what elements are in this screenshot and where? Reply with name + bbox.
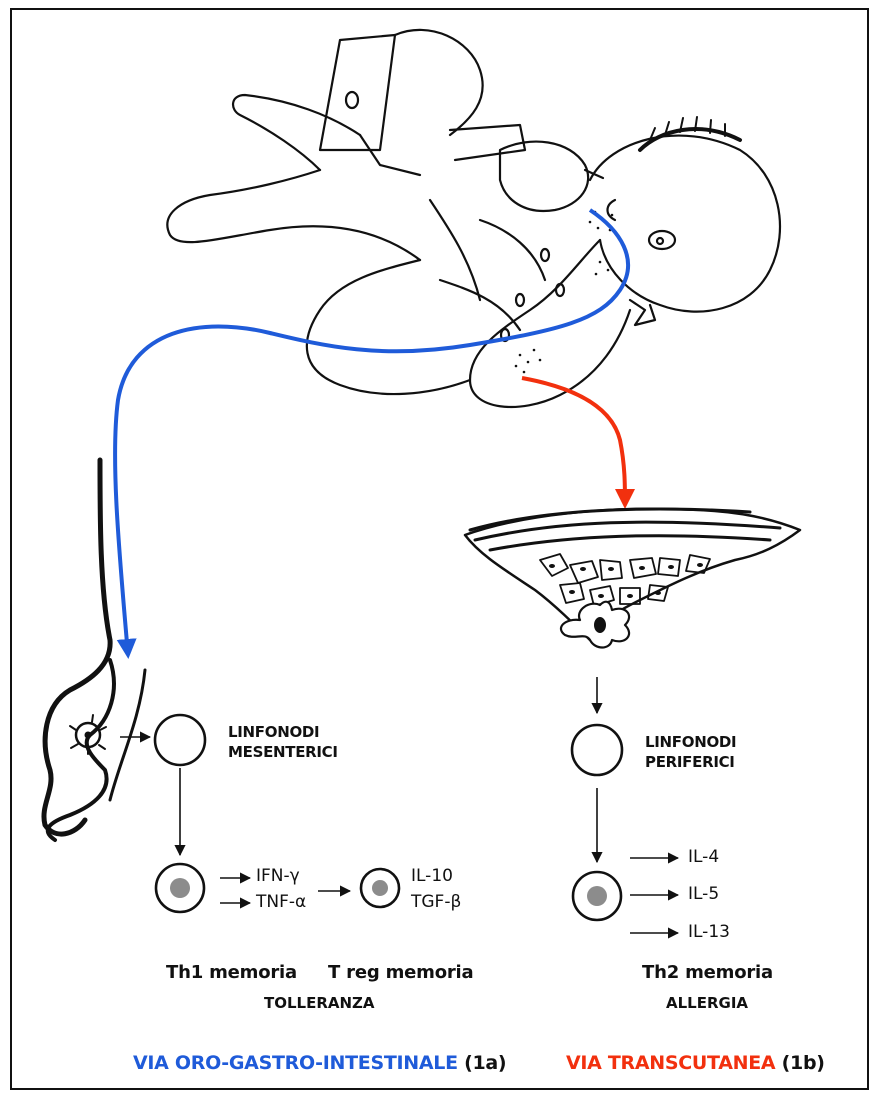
- t-cell-icon: [156, 864, 204, 912]
- lymph-node-icon: [572, 725, 622, 775]
- th2-memory-label: Th2 memoria: [642, 962, 773, 983]
- th1-memory-label: Th1 memoria: [166, 962, 297, 983]
- node-label-line: PERIFERICI: [645, 752, 736, 772]
- intestine-illustration: [44, 460, 145, 840]
- t-cell-icon: [573, 872, 621, 920]
- cytokine-tgf-beta: TGF-β: [411, 892, 461, 912]
- allergy-label: ALLERGIA: [666, 994, 748, 1012]
- node-label-line: LINFONODI: [645, 732, 736, 752]
- tolerance-label: TOLLERANZA: [264, 994, 375, 1012]
- node-label-line: LINFONODI: [228, 722, 338, 742]
- cytokine-il-10: IL-10: [411, 866, 453, 886]
- lymph-node-icon: [155, 715, 205, 765]
- skin-route-arrow: [522, 378, 625, 505]
- cytokine-ifn-gamma: IFN-γ: [256, 866, 300, 886]
- mesenteric-node-label: LINFONODI MESENTERICI: [228, 722, 338, 762]
- cytokine-il-4: IL-4: [688, 847, 719, 867]
- skin-tissue-illustration: [465, 509, 800, 648]
- infant-illustration: [167, 30, 780, 407]
- node-label-line: MESENTERICI: [228, 742, 338, 762]
- treg-memory-label: T reg memoria: [328, 962, 473, 983]
- cytokine-il-5: IL-5: [688, 884, 719, 904]
- oral-route-name: VIA ORO-GASTRO-INTESTINALE: [133, 1052, 458, 1074]
- skin-route-code: (1b): [782, 1052, 825, 1074]
- t-cell-icon: [361, 869, 399, 907]
- skin-route-name: VIA TRANSCUTANEA: [566, 1052, 775, 1074]
- oral-route-caption: VIA ORO-GASTRO-INTESTINALE (1a): [133, 1052, 506, 1074]
- peripheral-node-label: LINFONODI PERIFERICI: [645, 732, 736, 772]
- cytokine-tnf-alpha: TNF-α: [256, 892, 306, 912]
- skin-route-caption: VIA TRANSCUTANEA (1b): [566, 1052, 825, 1074]
- cytokine-il-13: IL-13: [688, 922, 730, 942]
- oral-route-code: (1a): [464, 1052, 506, 1074]
